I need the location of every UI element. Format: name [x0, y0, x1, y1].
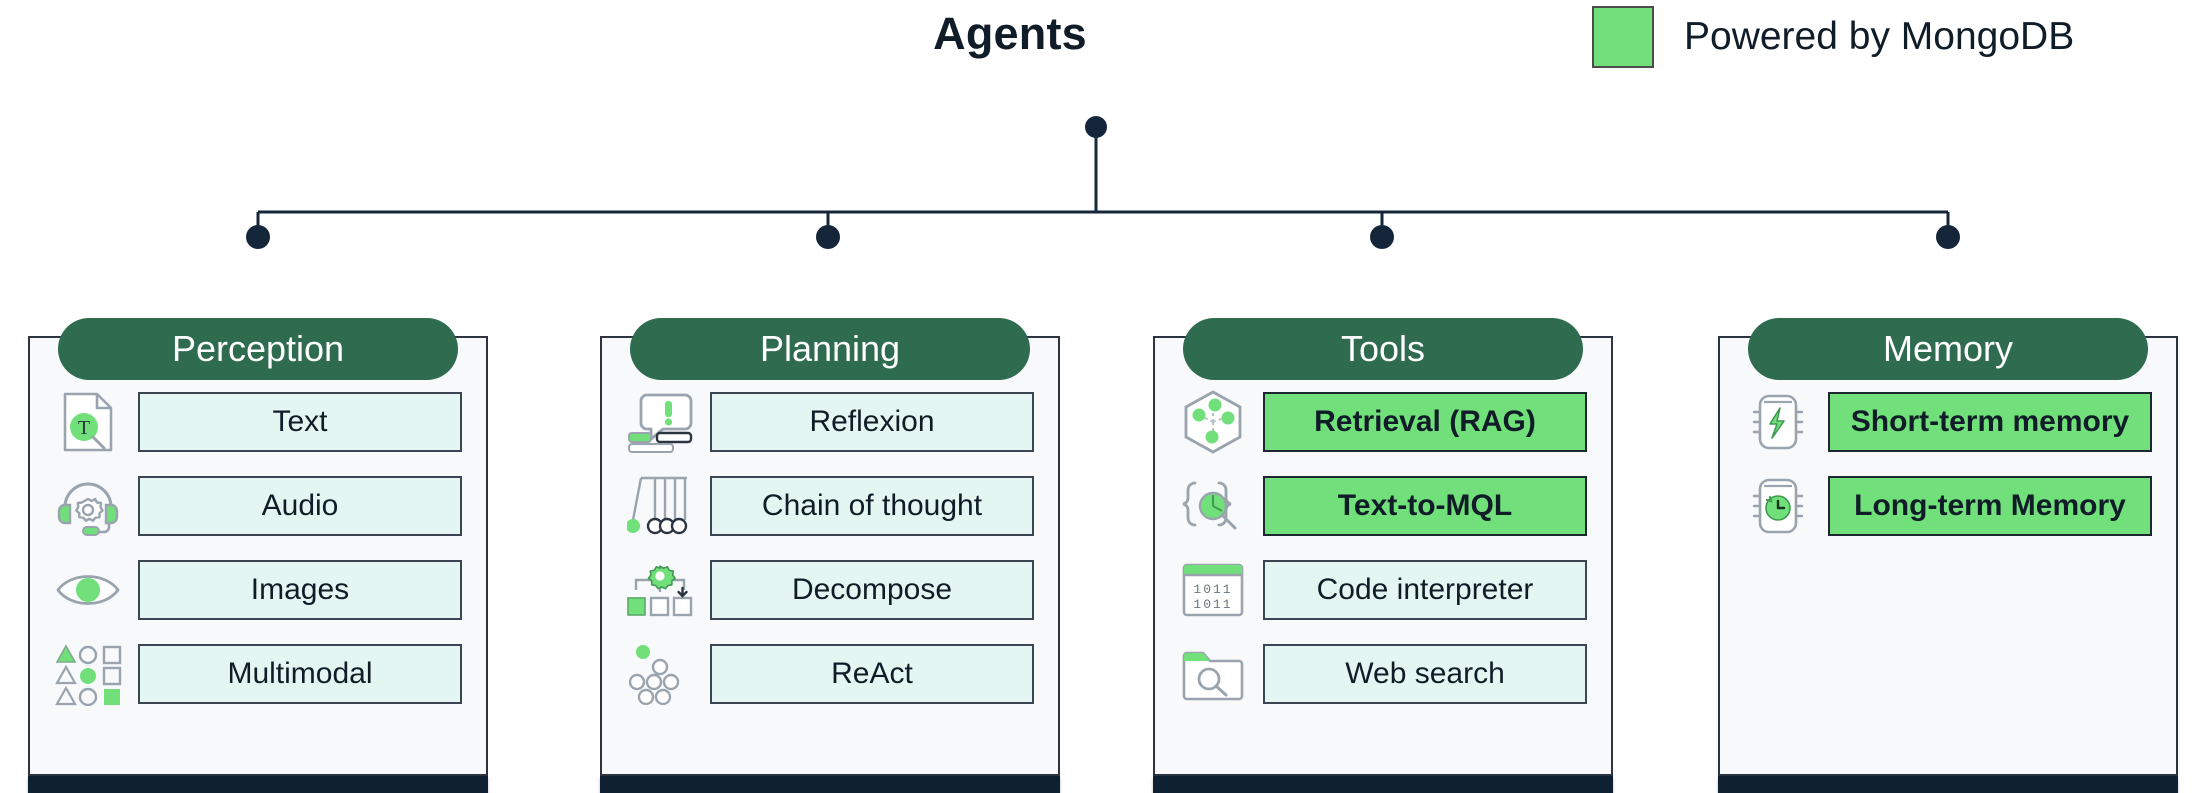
panel-items-perception: T Text [28, 380, 488, 716]
panel-title-memory: Memory [1882, 328, 2013, 369]
panel-items-memory: Short-term memory Long-term Memor [1718, 380, 2178, 716]
clock-memory-icon [1740, 471, 1816, 541]
page-title: Agents [0, 8, 2196, 60]
binary-window-icon: 1011 1011 [1175, 555, 1251, 625]
chip-images[interactable]: Images [138, 560, 462, 620]
panel-footer-memory [1718, 776, 2178, 793]
list-item[interactable]: Chain of thought [600, 464, 1060, 548]
panel-title-planning: Planning [759, 328, 901, 369]
panel-header-tools[interactable]: Tools [1183, 318, 1583, 380]
list-item[interactable]: Retrieval (RAG) [1153, 380, 1613, 464]
tree-branch-dot [1936, 225, 1960, 249]
legend-swatch-icon [1592, 6, 1654, 68]
panel-header-perception[interactable]: Perception [58, 318, 458, 380]
list-item[interactable]: Audio [28, 464, 488, 548]
connector-tree [246, 116, 1960, 249]
chip-chain-of-thought[interactable]: Chain of thought [710, 476, 1034, 536]
text-document-icon: T [50, 387, 126, 457]
list-item[interactable]: Web search [1153, 632, 1613, 716]
chip-code-interpreter[interactable]: Code interpreter [1263, 560, 1587, 620]
lightning-memory-icon [1740, 387, 1816, 457]
gear-branch-icon [622, 555, 698, 625]
list-item[interactable]: Reflexion [600, 380, 1060, 464]
panel-footer-planning [600, 776, 1060, 793]
newtons-cradle-icon [622, 471, 698, 541]
panel-empty-space [1718, 632, 2178, 716]
list-item[interactable]: Long-term Memory [1718, 464, 2178, 548]
chip-short-term-memory[interactable]: Short-term memory [1828, 392, 2152, 452]
legend-label: Powered by MongoDB [1684, 15, 2075, 58]
list-item[interactable]: Short-term memory [1718, 380, 2178, 464]
panels-row: Perception T Text [0, 318, 2196, 793]
chip-multimodal[interactable]: Multimodal [138, 644, 462, 704]
hex-nodes-icon [1175, 387, 1251, 457]
panel-empty-space [1718, 548, 2178, 632]
page-title-text: Agents [933, 8, 1087, 59]
panel-items-tools: Retrieval (RAG) Text-to-MQL [1153, 380, 1613, 716]
panel-footer-perception [28, 776, 488, 793]
list-item[interactable]: T Text [28, 380, 488, 464]
list-item[interactable]: Decompose [600, 548, 1060, 632]
chip-web-search[interactable]: Web search [1263, 644, 1587, 704]
speech-bubble-alert-icon [622, 387, 698, 457]
chip-decompose[interactable]: Decompose [710, 560, 1034, 620]
headset-gear-icon [50, 471, 126, 541]
chip-text[interactable]: Text [138, 392, 462, 452]
tree-branch-dot [246, 225, 270, 249]
panel-title-tools: Tools [1340, 328, 1426, 369]
svg-text:1011: 1011 [1193, 597, 1232, 612]
panel-footer-tools [1153, 776, 1613, 793]
shapes-grid-icon [50, 639, 126, 709]
list-item[interactable]: Images [28, 548, 488, 632]
chip-long-term-memory[interactable]: Long-term Memory [1828, 476, 2152, 536]
folder-search-icon [1175, 639, 1251, 709]
list-item[interactable]: Multimodal [28, 632, 488, 716]
chip-reflexion[interactable]: Reflexion [710, 392, 1034, 452]
list-item[interactable]: ReAct [600, 632, 1060, 716]
tree-branch-dot [816, 225, 840, 249]
chip-react[interactable]: ReAct [710, 644, 1034, 704]
panel-items-planning: Reflexion [600, 380, 1060, 716]
node-cluster-icon [622, 639, 698, 709]
chip-audio[interactable]: Audio [138, 476, 462, 536]
list-item[interactable]: 1011 1011 Code interpreter [1153, 548, 1613, 632]
panel-header-planning[interactable]: Planning [630, 318, 1030, 380]
chip-text-to-mql[interactable]: Text-to-MQL [1263, 476, 1587, 536]
svg-text:T: T [78, 417, 90, 439]
panel-title-perception: Perception [171, 328, 345, 369]
eye-icon [50, 555, 126, 625]
svg-text:1011: 1011 [1193, 582, 1232, 597]
panel-header-memory[interactable]: Memory [1748, 318, 2148, 380]
braces-search-icon [1175, 471, 1251, 541]
legend: Powered by MongoDB [1592, 6, 2074, 68]
list-item[interactable]: Text-to-MQL [1153, 464, 1613, 548]
tree-root-dot [1085, 116, 1107, 138]
tree-branch-dot [1370, 225, 1394, 249]
chip-retrieval-rag[interactable]: Retrieval (RAG) [1263, 392, 1587, 452]
